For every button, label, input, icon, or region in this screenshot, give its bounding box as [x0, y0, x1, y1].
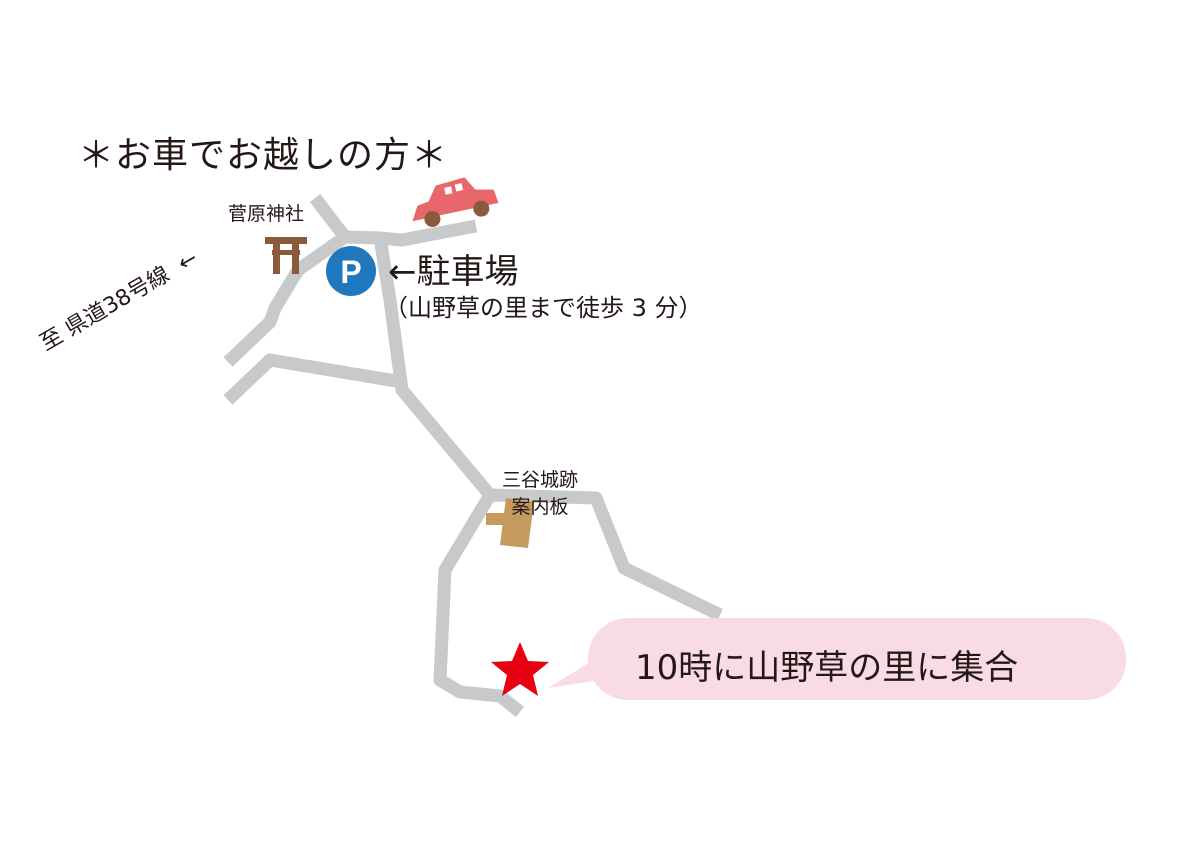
meeting-callout-bubble	[548, 618, 1126, 700]
car-icon	[412, 177, 499, 228]
signboard-label-line2: 案内板	[511, 496, 569, 518]
star-icon	[491, 642, 549, 696]
shrine-label: 菅原神社	[228, 203, 305, 225]
road-to-route38	[223, 194, 352, 367]
meeting-callout-text: 10時に山野草の里に集合	[635, 648, 1019, 688]
signboard-icon	[486, 498, 534, 548]
signboard-label-line1: 三谷城跡	[502, 469, 579, 491]
parking-label: ←駐車場	[388, 244, 519, 293]
torii-gate-icon	[265, 237, 307, 274]
road-main	[344, 219, 478, 247]
road-west	[223, 353, 404, 405]
parking-text: 駐車場	[416, 252, 519, 292]
page-title: ＊お車でお越しの方＊	[78, 135, 449, 176]
road-loop	[433, 491, 525, 718]
parking-icon: P	[326, 246, 376, 296]
parking-symbol: P	[340, 254, 361, 290]
signboard-label: 三谷城跡案内板	[502, 467, 578, 521]
roads	[223, 194, 723, 718]
parking-arrow: ←	[388, 252, 417, 292]
road-south	[373, 236, 495, 500]
road-east	[489, 488, 723, 621]
walk-note: （山野草の里まで徒歩 3 分）	[384, 294, 703, 322]
